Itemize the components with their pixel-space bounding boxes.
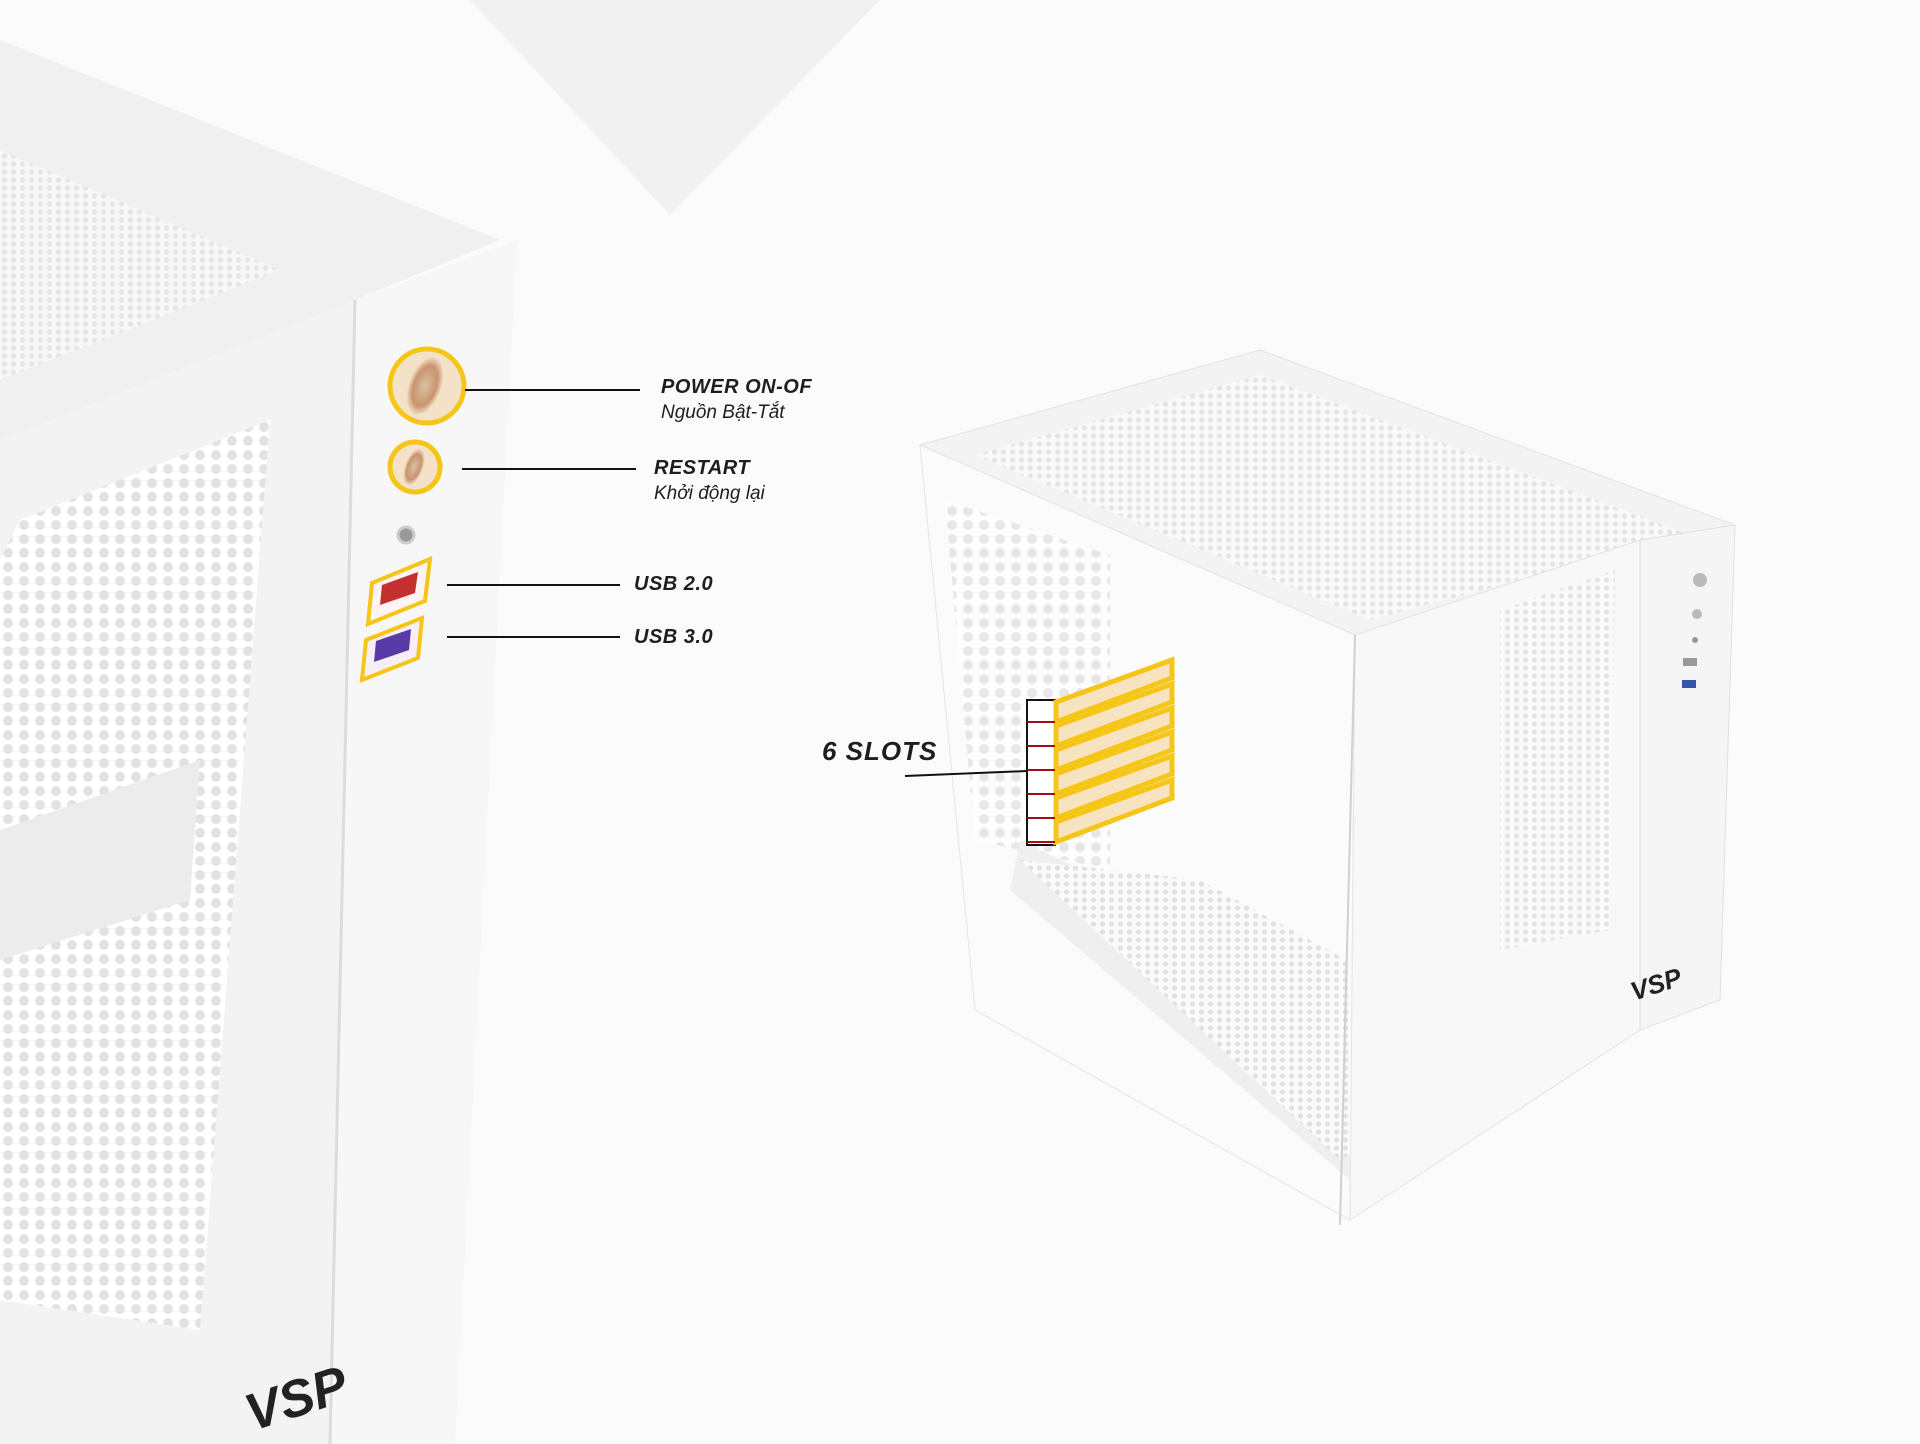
usb3-label: USB 3.0: [634, 626, 714, 648]
slot-cover: [1053, 728, 1175, 798]
power-icon: [406, 357, 444, 415]
background-shape: [470, 0, 880, 215]
full-case: VSP: [918, 349, 1737, 1226]
audio-jack: [396, 525, 416, 545]
restart-label: RESTART: [654, 457, 751, 479]
slot-cover: [1053, 752, 1175, 822]
restart-icon: [403, 448, 425, 486]
slot-cover: [1053, 656, 1175, 726]
slot-cover: [1053, 776, 1175, 846]
power-sublabel: Nguồn Bật-Tắt: [661, 402, 785, 423]
slot-cover: [1053, 680, 1175, 750]
slots-callout-line: [904, 770, 1028, 777]
restart-sublabel: Khởi động lại: [654, 483, 765, 504]
close-up-case: VSP: [0, 40, 517, 1444]
power-label: POWER ON-OF: [661, 376, 813, 398]
slot-cover: [1053, 704, 1175, 774]
usb2-label: USB 2.0: [634, 573, 714, 595]
slots-label: 6 SLOTS: [822, 736, 938, 766]
front-io-panel: [359, 346, 467, 684]
expansion-slots: [1026, 656, 1175, 846]
